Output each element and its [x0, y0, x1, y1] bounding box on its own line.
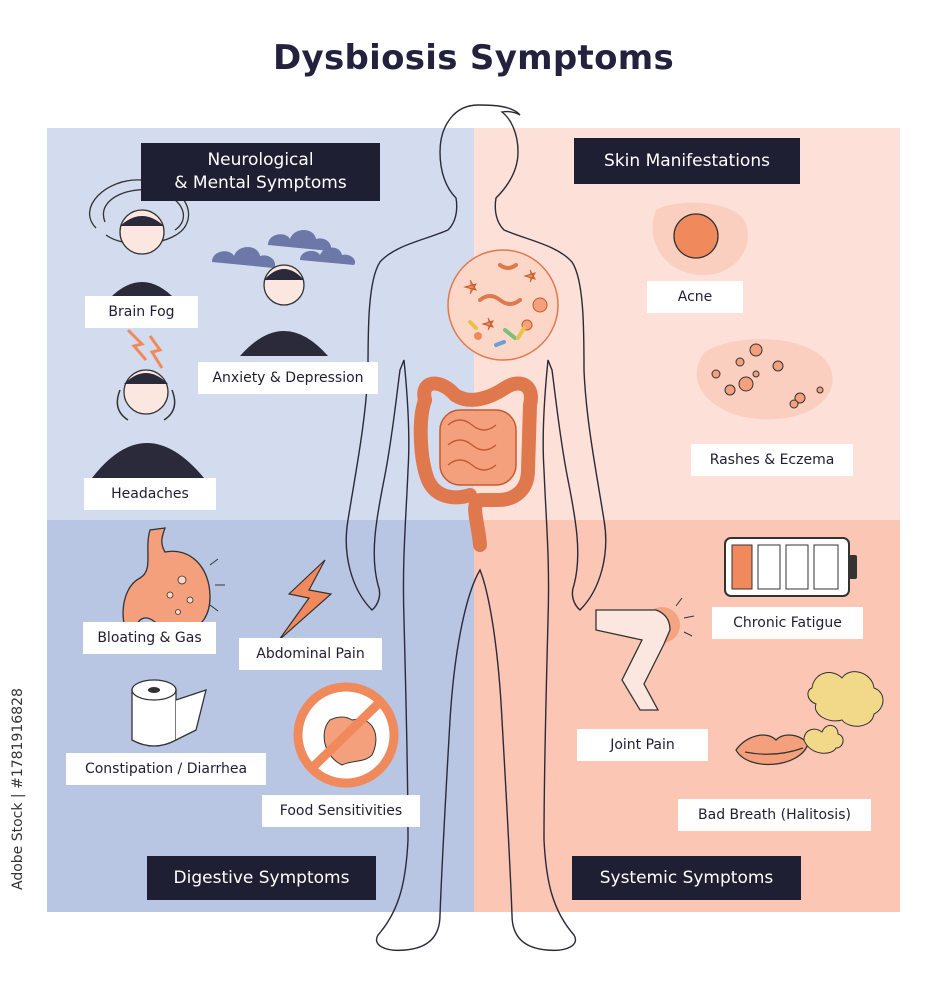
brain-fog-label: Brain Fog: [85, 296, 198, 328]
acne-label: Acne: [647, 281, 743, 313]
bloating-label: Bloating & Gas: [83, 622, 216, 654]
stock-watermark: Adobe Stock | #1781916828: [10, 688, 26, 890]
skin-header: Skin Manifestations: [574, 138, 800, 184]
chronic-fatigue-label: Chronic Fatigue: [712, 607, 863, 639]
rash-icon: [696, 339, 833, 420]
lips-icon: [735, 671, 884, 766]
anxiety-label: Anxiety & Depression: [198, 362, 378, 394]
headaches-label: Headaches: [84, 478, 216, 510]
microbiome-icon: [447, 249, 559, 361]
body-outline-icon: [345, 104, 607, 952]
joint-pain-label: Joint Pain: [577, 729, 708, 761]
digestive-header: Digestive Symptoms: [147, 856, 376, 900]
constipation-label: Constipation / Diarrhea: [66, 753, 266, 785]
abdominal-pain-icon: [278, 559, 333, 641]
acne-icon: [652, 202, 748, 275]
intestines-icon: [413, 376, 538, 552]
systemic-header: Systemic Symptoms: [572, 856, 801, 900]
digestive-quadrant: [47, 520, 474, 912]
neurological-header: Neurological & Mental Symptoms: [141, 143, 380, 201]
headache-person-icon: [92, 328, 204, 478]
anxiety-person-icon: [212, 230, 356, 356]
no-food-icon: [293, 682, 399, 788]
battery-low-icon: [724, 537, 857, 597]
abdominal-pain-label: Abdominal Pain: [239, 638, 382, 670]
stomach-icon: [122, 527, 225, 633]
brain-fog-person-icon: [89, 179, 190, 300]
food-sensitivities-label: Food Sensitivities: [262, 795, 420, 827]
page-title: Dysbiosis Symptoms: [272, 38, 675, 78]
rashes-label: Rashes & Eczema: [691, 444, 853, 476]
knee-icon: [595, 597, 695, 711]
toilet-paper-icon: [131, 679, 207, 747]
bad-breath-label: Bad Breath (Halitosis): [678, 799, 871, 831]
